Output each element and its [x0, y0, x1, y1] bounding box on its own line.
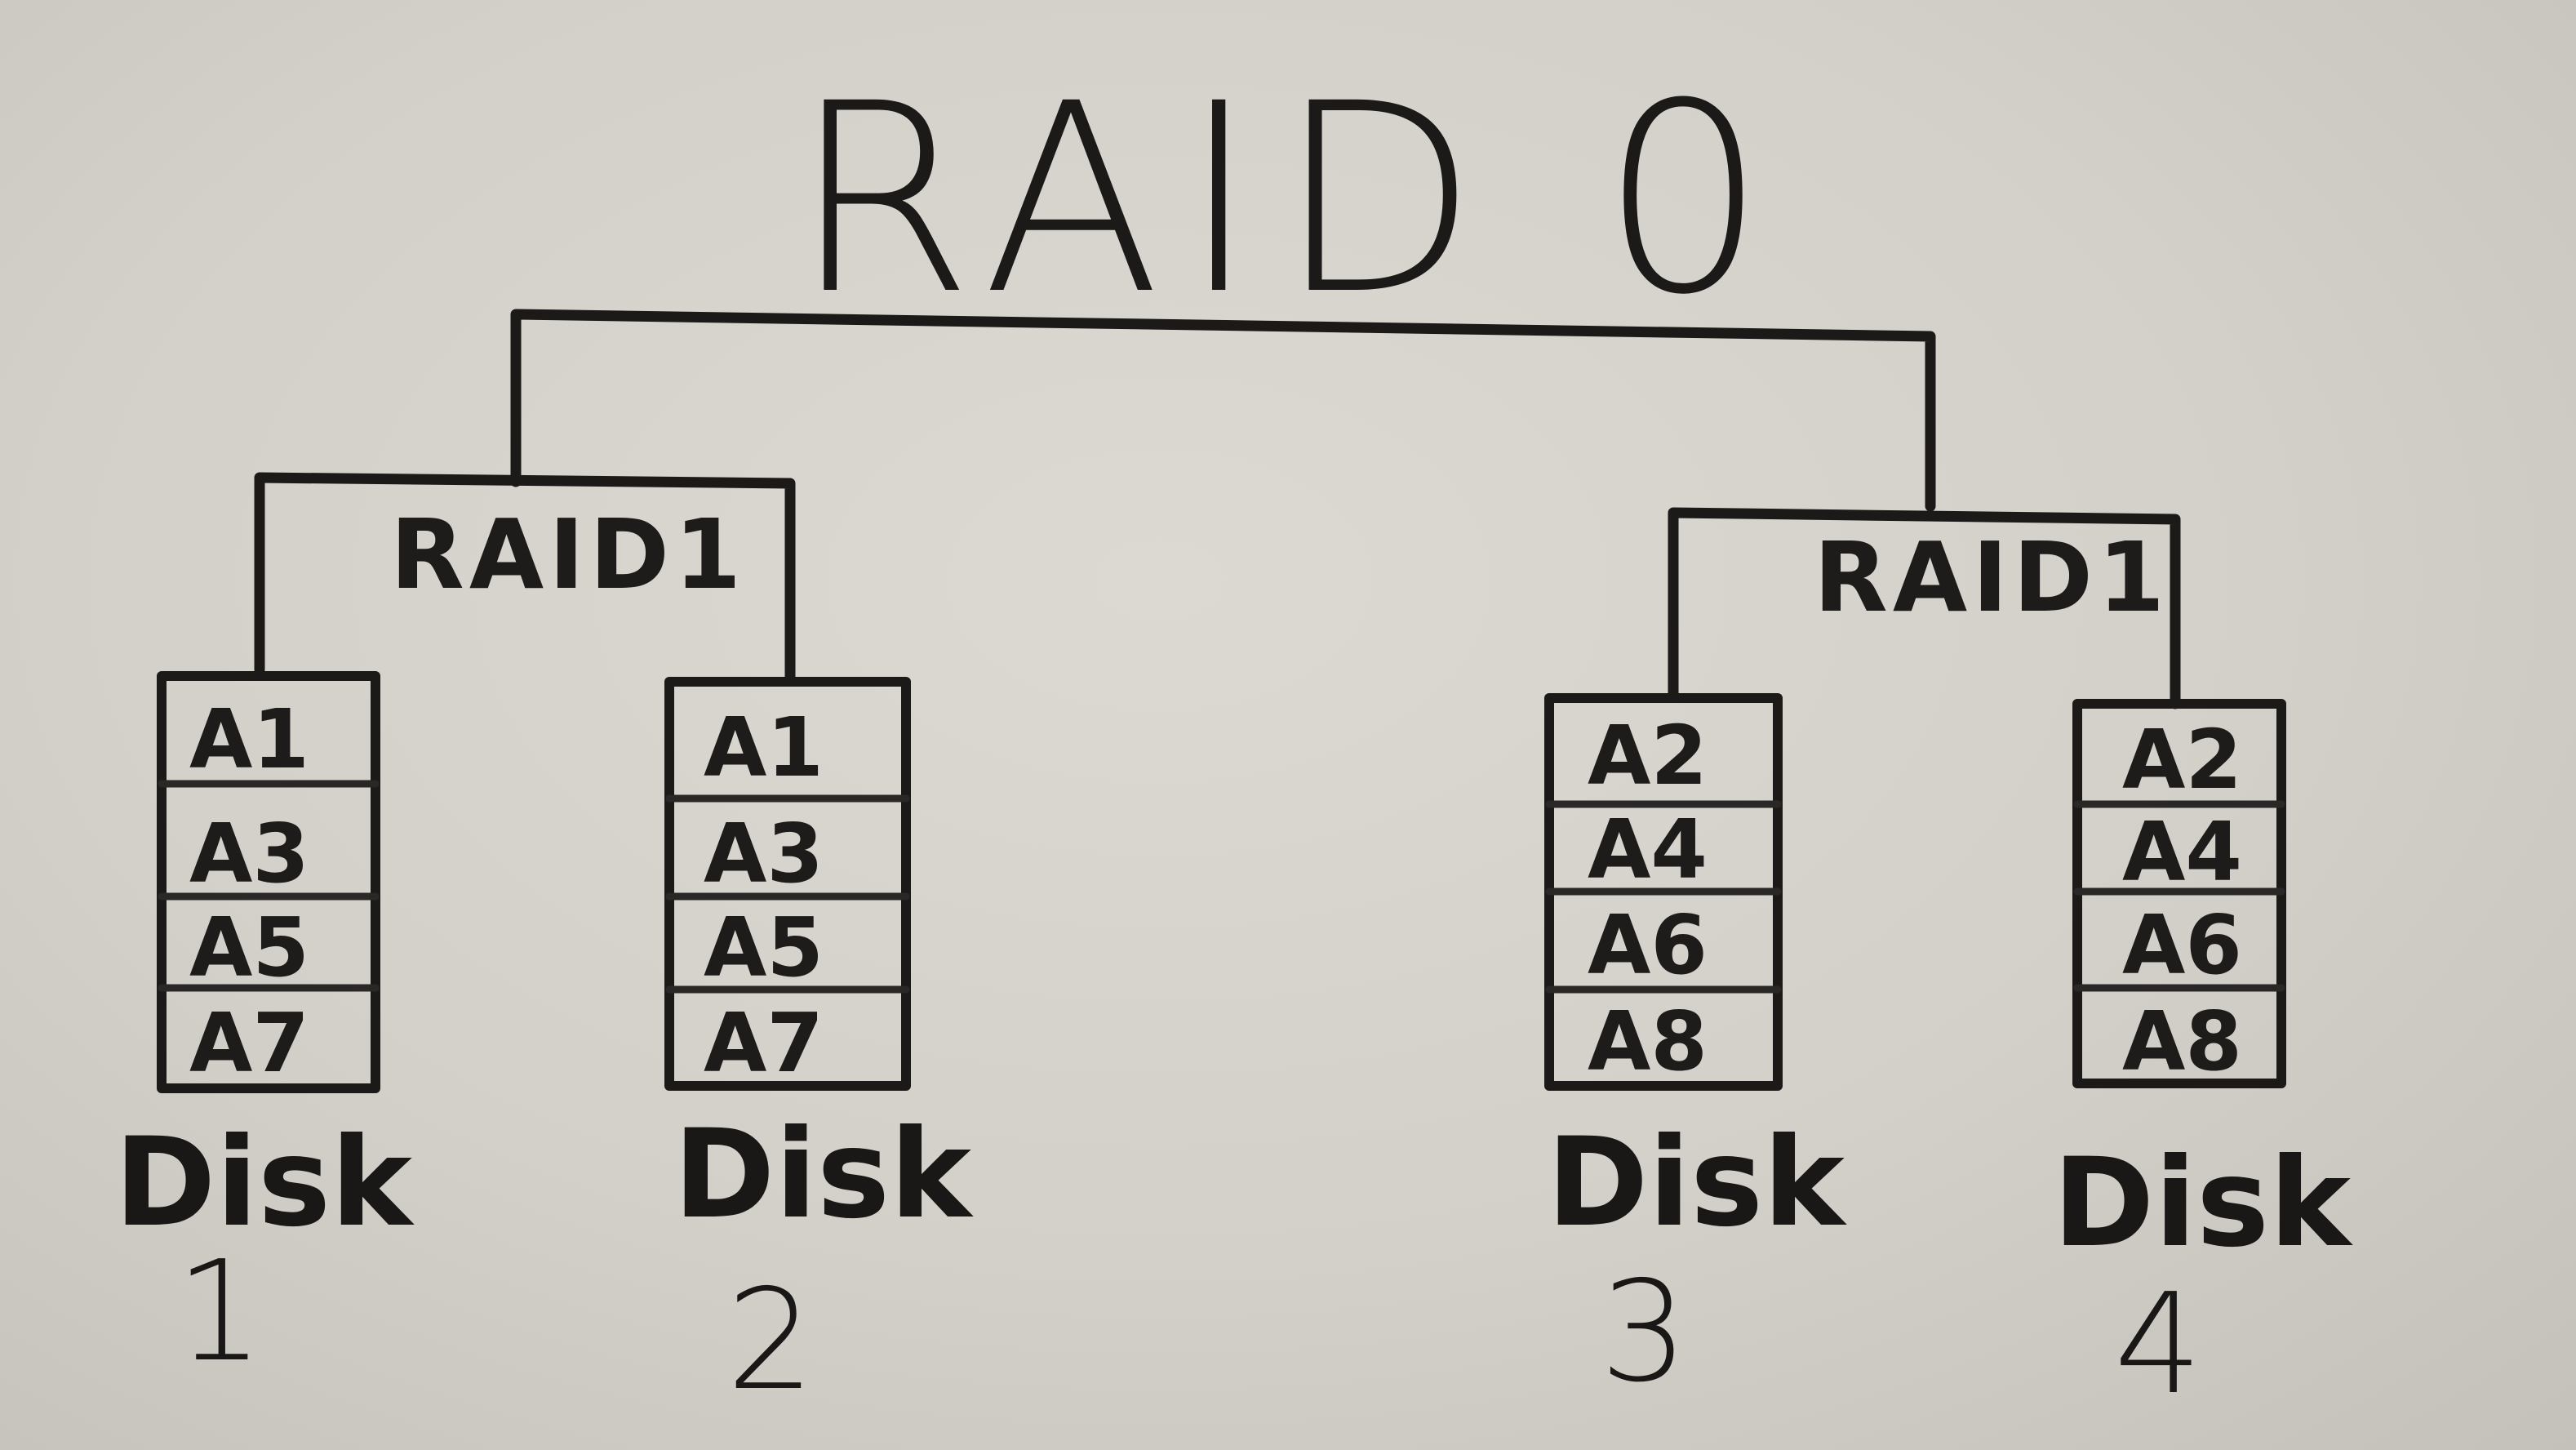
- block-label: A6: [2122, 897, 2242, 993]
- disk-label: Disk: [673, 1104, 974, 1246]
- disk-number: 1: [175, 1231, 264, 1393]
- disk-number: 4: [2114, 1264, 2202, 1426]
- block-label: A5: [189, 900, 309, 995]
- disk-number: 3: [1600, 1252, 1688, 1413]
- mirror-connector-right: [1668, 507, 2181, 709]
- block-label: A6: [1588, 897, 1708, 993]
- diagram-title: RAID 0: [792, 48, 1786, 352]
- disk-2: A1 A3 A5 A7 Disk 2: [664, 677, 974, 1421]
- block-label: A2: [2122, 712, 2242, 807]
- block-label: A5: [704, 900, 824, 995]
- block-label: A1: [189, 692, 309, 787]
- disk-3: A2 A4 A6 A8 Disk 3: [1544, 693, 1847, 1413]
- block-label: A1: [704, 700, 824, 795]
- raid0-connector: [510, 309, 1936, 512]
- mirror-group-label: RAID1: [1814, 521, 2170, 634]
- block-label: A2: [1588, 708, 1708, 803]
- mirror-connector-left: [254, 472, 796, 683]
- disk-label: Disk: [2053, 1132, 2353, 1274]
- block-label: A4: [2122, 804, 2242, 900]
- disk-1: A1 A3 A5 A7 Disk 1: [114, 671, 415, 1393]
- mirror-group-right: RAID1 A2 A4 A6 A8 Disk 3 A2 A4 A6 A8 Dis…: [1544, 507, 2353, 1426]
- disk-label: Disk: [114, 1112, 415, 1254]
- disk-label: Disk: [1547, 1112, 1847, 1254]
- mirror-group-label: RAID1: [390, 498, 746, 611]
- block-label: A8: [1588, 994, 1708, 1089]
- block-label: A7: [704, 995, 824, 1091]
- block-label: A4: [1588, 802, 1708, 897]
- block-label: A7: [189, 995, 309, 1091]
- mirror-group-left: RAID1 A1 A3 A5 A7 Disk 1 A1 A3 A5 A7 Dis…: [114, 472, 974, 1421]
- block-label: A8: [2122, 994, 2242, 1089]
- disk-4: A2 A4 A6 A8 Disk 4: [2053, 699, 2353, 1426]
- disk-number: 2: [726, 1260, 815, 1421]
- block-label: A3: [189, 806, 309, 901]
- block-label: A3: [704, 806, 824, 901]
